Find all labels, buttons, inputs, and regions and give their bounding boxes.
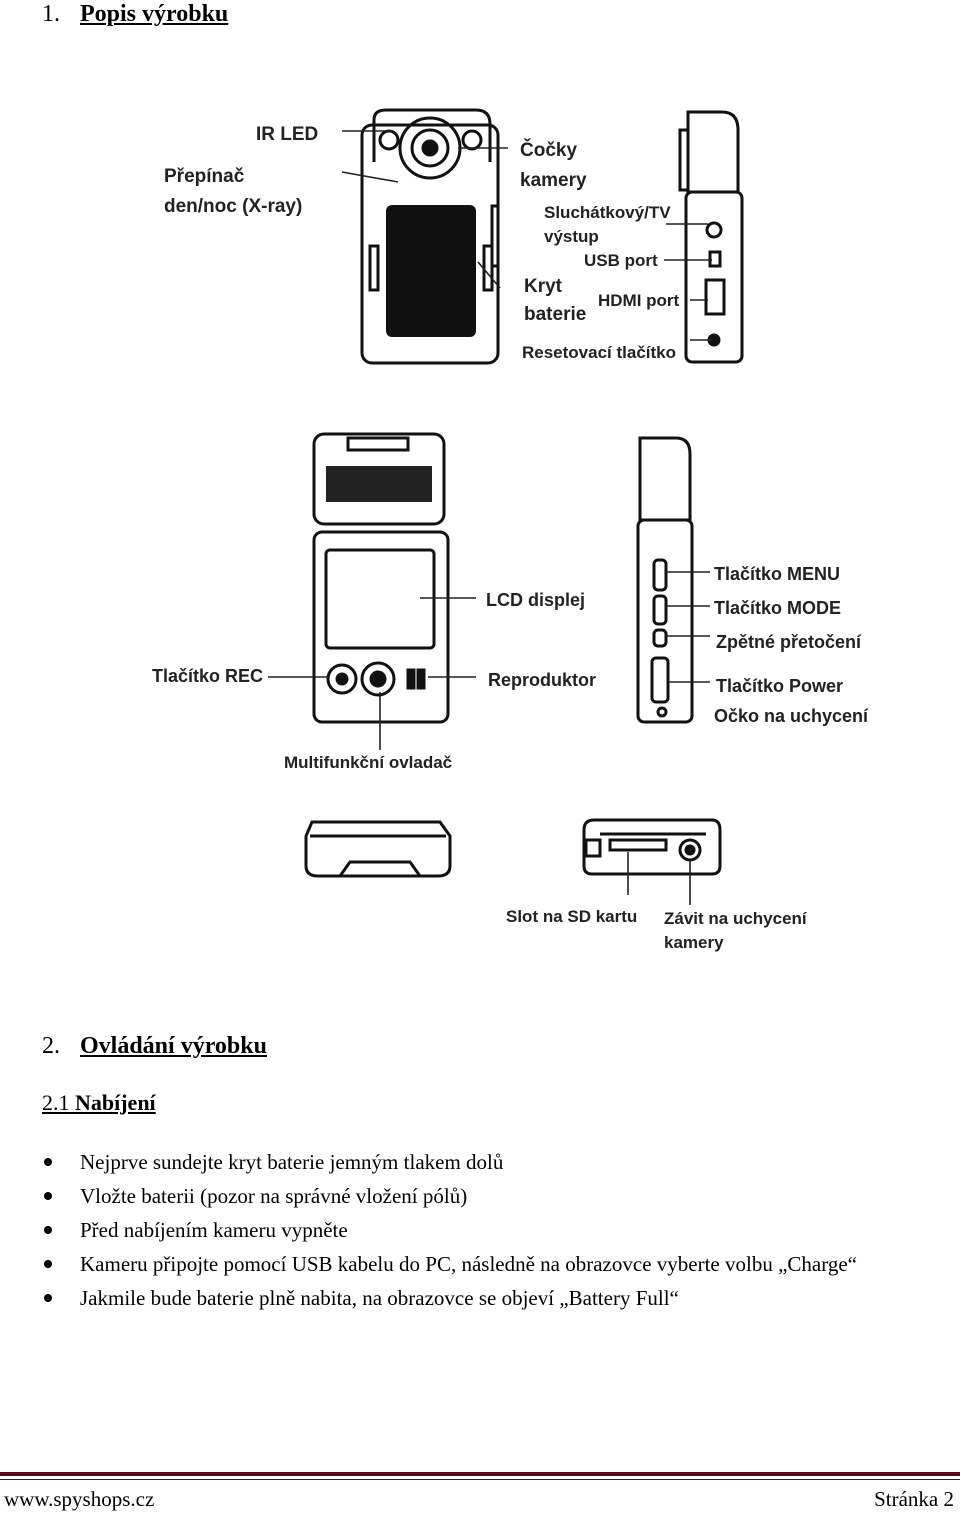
label-strap-eyelet: Očko na uchycení [714,706,869,726]
label-rec-button: Tlačítko REC [152,666,263,686]
bullet-icon [44,1294,52,1302]
label-thread-line2: kamery [664,933,724,952]
label-mode-button: Tlačítko MODE [714,598,841,618]
label-usb-port: USB port [584,251,658,270]
list-item: Kameru připojte pomocí USB kabelu do PC,… [0,1247,930,1281]
label-lens-line2: kamery [520,170,587,191]
subsection-heading: 2.1 Nabíjení [42,1090,156,1116]
label-ir-led: IR LED [256,124,318,145]
label-headphone-line1: Sluchátkový/TV [544,203,671,222]
charging-steps-list: Nejprve sundejte kryt baterie jemným tla… [0,1145,930,1315]
label-thread-line1: Závit na uchycení [664,909,808,928]
list-item: Jakmile bude baterie plně nabita, na obr… [0,1281,930,1315]
camera-back-view [312,432,450,724]
label-sd-slot: Slot na SD kartu [506,907,637,926]
bullet-icon [44,1192,52,1200]
label-power-button: Tlačítko Power [716,676,843,696]
camera-side-view-top [678,110,744,364]
subsection-prefix: 2.1 [42,1090,75,1115]
label-battery-line2: baterie [524,304,586,325]
footer-website[interactable]: www.spyshops.cz [4,1487,155,1511]
bullet-icon [44,1226,52,1234]
label-lens-line1: Čočky [520,139,577,161]
footer-divider [0,1472,960,1480]
label-hdmi-port: HDMI port [598,291,680,310]
section-2-title: Ovládání výrobku [80,1033,267,1059]
label-switch-line1: Přepínač [164,166,245,187]
label-lcd-display: LCD displej [486,590,585,610]
camera-diagram: IR LED Přepínač den/noc (X-ray) Čočky ka… [152,108,869,952]
camera-bottom-edge-view [582,818,722,876]
label-speaker: Reproduktor [488,670,596,690]
label-multifunction: Multifunkční ovladač [284,753,452,772]
section-1-heading: 1. Popis výrobku [42,0,228,28]
list-item: Nejprve sundejte kryt baterie jemným tla… [0,1145,930,1179]
section-2-heading: 2. Ovládání výrobku [42,1032,267,1060]
camera-front-view [360,108,500,365]
section-1-title: Popis výrobku [80,1,229,27]
label-rewind: Zpětné přetočení [716,632,862,652]
label-menu-button: Tlačítko MENU [714,564,840,584]
subsection-title: Nabíjení [75,1090,156,1115]
bullet-icon [44,1158,52,1166]
label-reset-button: Resetovací tlačítko [522,343,676,362]
label-headphone-line2: výstup [544,227,599,246]
list-item: Vložte baterii (pozor na správné vložení… [0,1179,930,1213]
section-1-number: 1. [42,1,60,27]
list-item: Před nabíjením kameru vypněte [0,1213,930,1247]
label-battery-line1: Kryt [524,276,563,297]
camera-top-edge-view [304,820,452,878]
bullet-icon [44,1260,52,1268]
label-switch-line2: den/noc (X-ray) [164,196,302,217]
camera-side-view-middle [636,436,694,724]
footer-page-number: Stránka 2 [874,1487,954,1511]
section-2-number: 2. [42,1033,60,1059]
